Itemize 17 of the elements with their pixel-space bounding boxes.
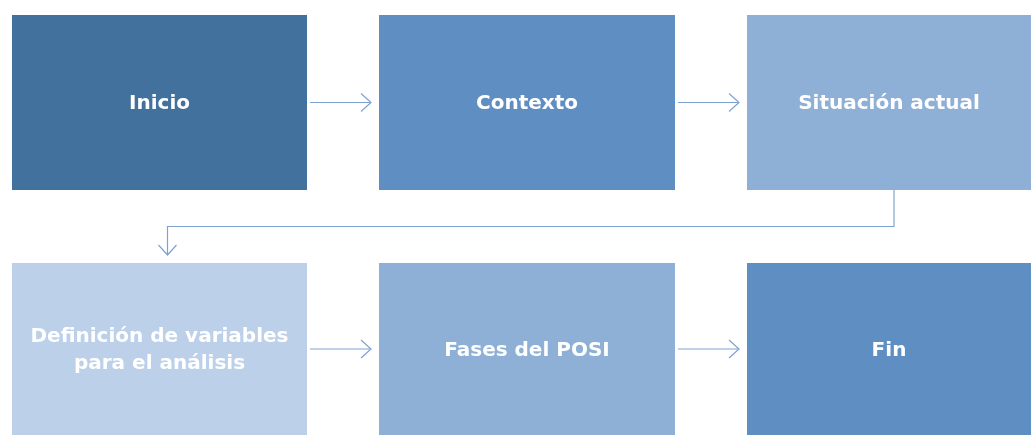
arrow bbox=[309, 339, 372, 359]
arrow bbox=[677, 92, 740, 113]
process-box bbox=[12, 263, 307, 435]
process-box bbox=[12, 15, 307, 190]
process-box bbox=[379, 263, 675, 435]
box-label: Inicio bbox=[129, 89, 190, 116]
arrow bbox=[677, 339, 740, 359]
process-box bbox=[747, 15, 1031, 190]
process-box bbox=[747, 263, 1031, 435]
arrow bbox=[157, 189, 895, 256]
box-label: Fases del POSI bbox=[444, 335, 610, 363]
box-label: Definición de variables para el análisis bbox=[29, 322, 290, 376]
box-label: Situación actual bbox=[798, 89, 980, 116]
box-label: Fin bbox=[871, 335, 907, 363]
arrow bbox=[309, 92, 372, 113]
process-box bbox=[379, 15, 675, 190]
box-label: Contexto bbox=[476, 89, 578, 116]
